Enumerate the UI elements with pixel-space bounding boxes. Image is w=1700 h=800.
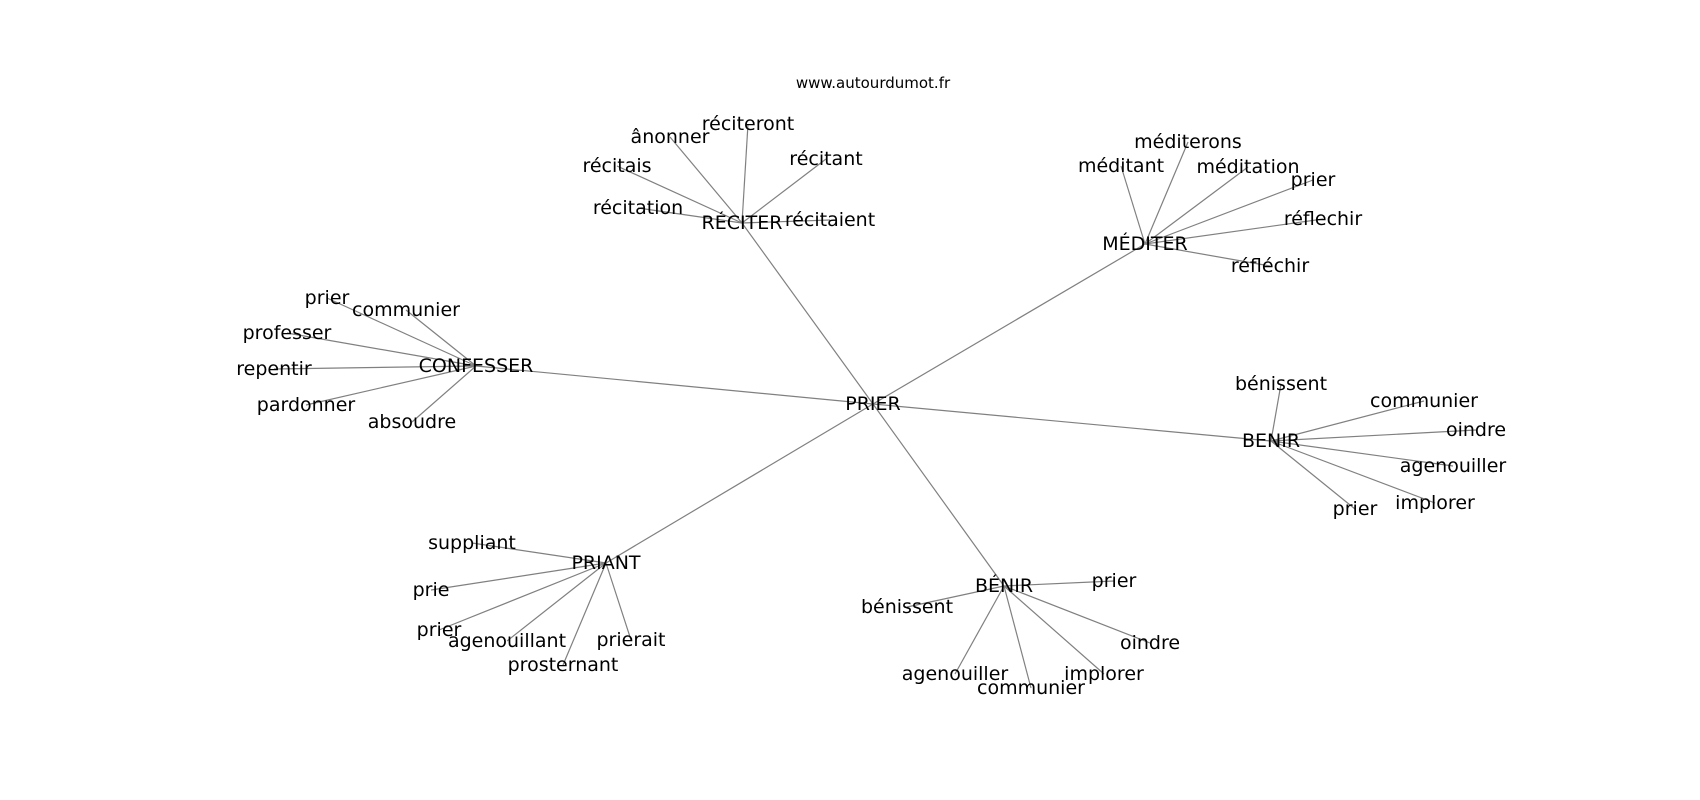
edge-center-to-cluster [872, 403, 1272, 442]
edge-cluster-to-word [506, 562, 607, 642]
edge-cluster-to-word [1144, 166, 1249, 245]
edge-cluster-to-word [605, 562, 632, 641]
edge-cluster-to-word [411, 365, 477, 423]
edge-cluster-to-word [616, 165, 743, 224]
leaf-word-label: oindre [1120, 632, 1180, 654]
leaf-word-label: oindre [1446, 419, 1506, 441]
edge-center-to-cluster [475, 365, 874, 405]
center-node-label: PRIER [845, 393, 900, 415]
edge-cluster-to-word [1144, 179, 1314, 245]
leaf-word-label: suppliant [428, 532, 516, 554]
leaf-word-label: récitant [789, 148, 862, 170]
edge-cluster-to-word [438, 562, 607, 631]
edge-cluster-to-word [1120, 165, 1146, 245]
leaf-word-label: professer [243, 322, 332, 344]
leaf-word-label: ânonner [631, 126, 710, 148]
leaf-word-label: implorer [1395, 492, 1475, 514]
edge-cluster-to-word [1270, 440, 1454, 467]
edge-cluster-to-word [637, 207, 743, 224]
edge-cluster-to-word [1003, 580, 1115, 587]
leaf-word-label: prier [305, 287, 350, 309]
cluster-node-label: RÉCITER [702, 211, 783, 234]
leaf-word-label: méditation [1196, 156, 1299, 178]
edge-cluster-to-word [326, 297, 477, 367]
edge-cluster-to-word [286, 332, 477, 367]
edge-cluster-to-word [1144, 141, 1189, 245]
edge-cluster-to-word [741, 123, 749, 224]
edge-cluster-to-word [1270, 400, 1425, 442]
leaf-word-label: communier [352, 299, 460, 321]
leaf-word-label: absoudre [368, 411, 456, 433]
cluster-node-label: BÉNIR [975, 574, 1033, 597]
leaf-word-label: pardonner [257, 394, 356, 416]
edges-layer [273, 123, 1477, 689]
leaf-word-label: communier [977, 677, 1085, 699]
leaf-word-label: méditerons [1134, 131, 1242, 153]
leaf-word-label: récitation [593, 197, 683, 219]
edge-cluster-to-word [954, 585, 1005, 675]
edge-center-to-cluster [872, 243, 1146, 405]
edge-cluster-to-word [906, 585, 1005, 608]
edge-cluster-to-word [1144, 243, 1271, 267]
leaf-word-label: agenouillant [448, 630, 566, 652]
leaf-word-label: repentir [236, 358, 312, 380]
cluster-node-label: CONFESSER [419, 355, 534, 377]
leaf-word-label: prier [1092, 570, 1137, 592]
edge-cluster-to-word [1003, 585, 1032, 689]
edge-cluster-to-word [562, 562, 607, 666]
edge-cluster-to-word [741, 219, 831, 224]
leaf-word-label: récitais [582, 155, 651, 177]
leaf-word-label: prier [1291, 169, 1336, 191]
edge-cluster-to-word [430, 562, 607, 591]
edge-cluster-to-word [1270, 440, 1356, 510]
leaf-word-label: réflechir [1284, 208, 1363, 230]
edge-cluster-to-word [1003, 585, 1105, 675]
leaf-word-label: méditant [1078, 155, 1164, 177]
edge-cluster-to-word [273, 365, 477, 370]
leaf-word-label: communier [1370, 390, 1478, 412]
edge-cluster-to-word [305, 365, 477, 406]
cluster-node-label: BENIR [1242, 430, 1300, 452]
leaf-word-label: implorer [1064, 663, 1144, 685]
leaf-word-label: prierait [596, 629, 665, 651]
leaf-word-label: réfléchir [1231, 255, 1310, 277]
leaf-word-label: prier [417, 619, 462, 641]
edge-center-to-cluster [872, 403, 1005, 587]
leaf-word-label: bénissent [1235, 373, 1327, 395]
leaf-word-label: prie [413, 579, 450, 601]
leaf-word-label: bénissent [861, 596, 953, 618]
leaf-word-label: réciteront [702, 113, 794, 135]
edge-cluster-to-word [741, 158, 827, 224]
edge-cluster-to-word [1270, 440, 1436, 504]
edge-cluster-to-word [1270, 383, 1282, 442]
leaf-word-label: prier [1333, 498, 1378, 520]
edge-cluster-to-word [471, 542, 607, 564]
cluster-node-label: MÉDITER [1102, 232, 1187, 255]
watermark-text: www.autourdumot.fr [796, 74, 951, 92]
leaf-word-label: récitaient [785, 209, 875, 231]
edge-center-to-cluster [741, 222, 874, 405]
leaf-word-label: agenouiller [1400, 455, 1507, 477]
edge-cluster-to-word [669, 136, 743, 224]
edge-center-to-cluster [605, 403, 874, 564]
edge-cluster-to-word [405, 309, 477, 367]
edge-cluster-to-word [1144, 218, 1324, 245]
edge-cluster-to-word [1003, 585, 1151, 644]
edge-cluster-to-word [1270, 429, 1477, 442]
cluster-node-label: PRIANT [571, 552, 640, 574]
leaf-word-label: agenouiller [902, 663, 1009, 685]
leaf-word-label: prosternant [508, 654, 619, 676]
